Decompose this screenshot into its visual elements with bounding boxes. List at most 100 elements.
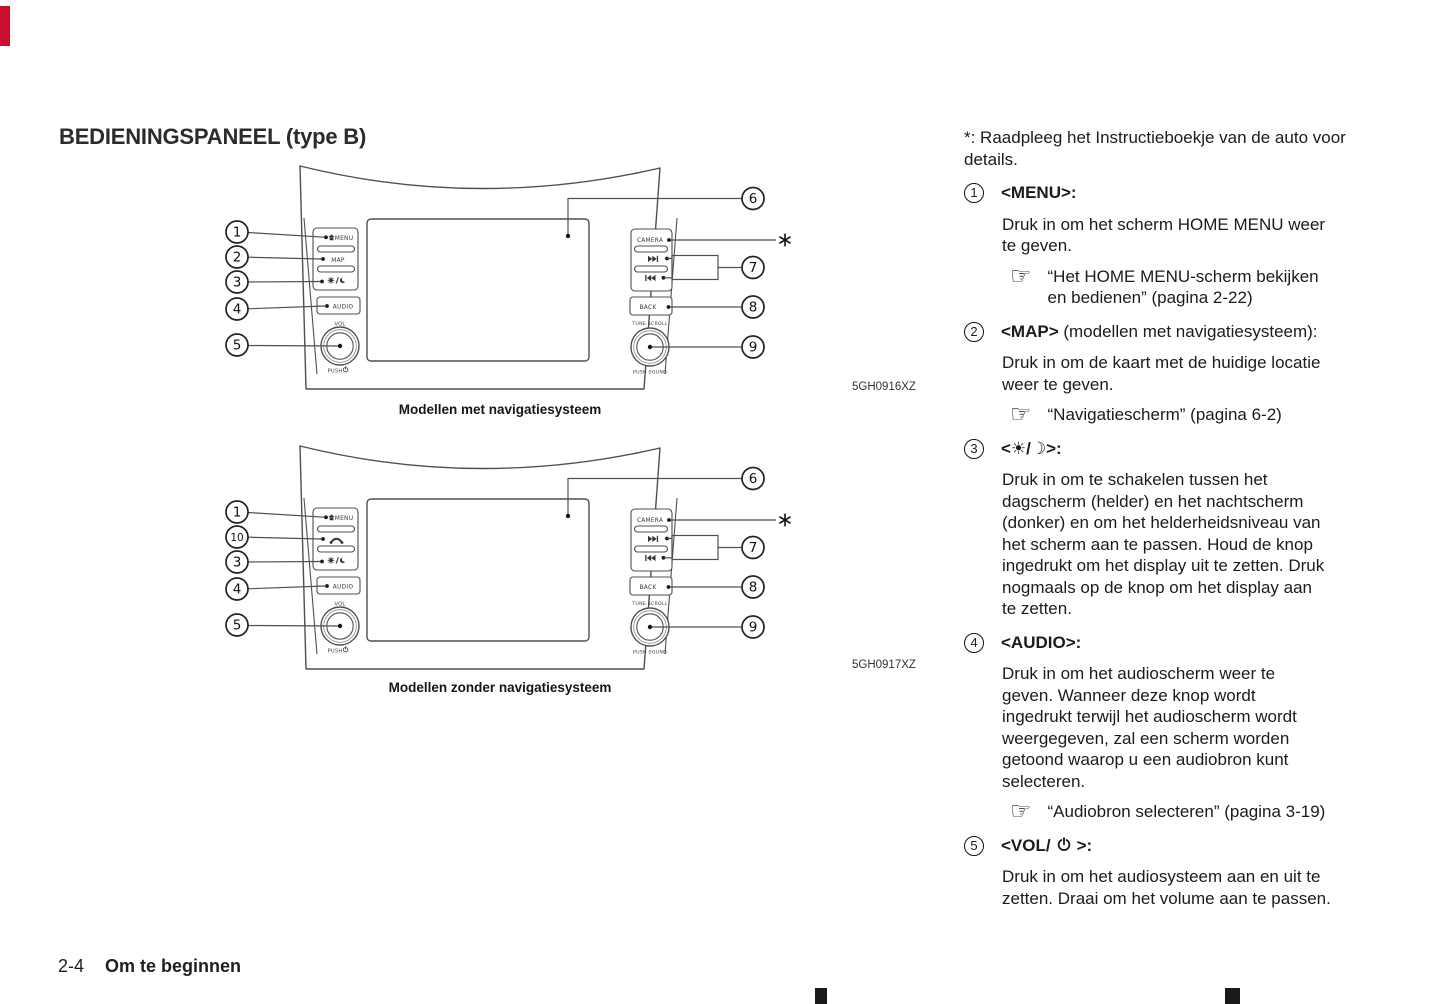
camera-button: CAMERA bbox=[637, 238, 671, 244]
svg-text:6: 6 bbox=[749, 471, 758, 487]
power-icon bbox=[342, 645, 349, 653]
svg-text:MENU: MENU bbox=[335, 516, 354, 522]
svg-text:1: 1 bbox=[233, 225, 242, 241]
svg-text:9: 9 bbox=[749, 620, 758, 636]
item-number-badge: 5 bbox=[964, 835, 984, 856]
reference-text: “Navigatiescherm” (pagina 6-2) bbox=[1047, 405, 1282, 424]
callout-8 bbox=[741, 575, 765, 599]
diagram-caption-with-nav: Modellen met navigatiesysteem bbox=[398, 402, 602, 417]
legend-item-menu: 1 <MENU>: Druk in om het scherm HOME MEN… bbox=[964, 182, 1396, 309]
pointing-hand-icon: ☞ bbox=[1010, 797, 1032, 825]
house-icon bbox=[328, 514, 335, 521]
callout-6 bbox=[741, 466, 765, 491]
item-description: Druk in om de kaart met de huidige locat… bbox=[1002, 353, 1321, 394]
figure-code: 5GH0917XZ bbox=[852, 659, 916, 671]
sun-moon-icon bbox=[327, 276, 347, 284]
callout-7 bbox=[741, 535, 765, 560]
callout-10 bbox=[225, 525, 249, 549]
item-heading: <☀/☽>: bbox=[1001, 438, 1062, 458]
legend-item-audio: 4 <AUDIO>: Druk in om het audioscherm we… bbox=[964, 632, 1396, 823]
svg-text:5: 5 bbox=[233, 338, 242, 354]
svg-text:BACK: BACK bbox=[640, 585, 657, 591]
svg-text:AUDIO: AUDIO bbox=[333, 305, 354, 311]
left-button-cluster: MENU MAP AUDIO VOL bbox=[312, 227, 361, 375]
svg-text:8: 8 bbox=[749, 580, 758, 596]
pointing-hand-icon: ☞ bbox=[1010, 261, 1032, 290]
item-number-badge: 3 bbox=[964, 438, 984, 459]
svg-text:7: 7 bbox=[749, 260, 758, 276]
svg-text:PUSH SOUND: PUSH SOUND bbox=[633, 370, 667, 376]
item-number-badge: 4 bbox=[964, 632, 984, 653]
svg-text:VOL: VOL bbox=[335, 322, 346, 328]
svg-text:PUSH: PUSH bbox=[328, 649, 343, 655]
svg-text:CAMERA: CAMERA bbox=[637, 518, 663, 524]
pointing-hand-icon: ☞ bbox=[1010, 400, 1032, 428]
callout-5 bbox=[225, 333, 249, 357]
svg-text:2: 2 bbox=[233, 250, 242, 266]
svg-text:TUNE·SCROLL: TUNE·SCROLL bbox=[631, 321, 668, 327]
page-number: 2-4 bbox=[58, 956, 85, 976]
svg-text:PUSH SOUND: PUSH SOUND bbox=[633, 650, 667, 656]
legend-column: *: Raadpleeg het Instructieboekje van de… bbox=[964, 127, 1396, 909]
power-icon bbox=[1057, 836, 1070, 851]
callouts: 1 10 3 4 5 6 7 8 9 bbox=[225, 466, 791, 639]
asterisk-note: *: Raadpleeg het Instructieboekje van de… bbox=[964, 128, 1346, 169]
page-footer: 2-4 Om te beginnen bbox=[58, 956, 241, 977]
home-menu-button: MENU bbox=[324, 234, 353, 242]
item-description: Druk in om het scherm HOME MENU weer te … bbox=[1002, 214, 1326, 256]
cross-reference: ☞ “Navigatiescherm” (pagina 6-2) bbox=[1010, 400, 1396, 428]
cross-reference: ☞ “Het HOME MENU-scherm bekijken en bedi… bbox=[1010, 261, 1396, 309]
callout-5 bbox=[225, 613, 249, 637]
callout-7 bbox=[741, 255, 765, 280]
day-night-button bbox=[320, 556, 347, 564]
item-heading: <VOL/>: bbox=[1001, 835, 1093, 855]
page-title: BEDIENINGSPANEEL (type B) bbox=[59, 124, 367, 149]
item-heading: <MAP> (modellen met navigatiesysteem): bbox=[1001, 321, 1318, 341]
camera-button: CAMERA bbox=[637, 518, 671, 524]
chapter-edge-tab bbox=[0, 6, 10, 46]
left-button-cluster: MENU AUDI bbox=[312, 507, 361, 655]
back-button: BACK bbox=[629, 576, 673, 596]
svg-text:3: 3 bbox=[233, 555, 242, 571]
callout-4 bbox=[225, 577, 249, 601]
legend-item-map: 2 <MAP> (modellen met navigatiesysteem):… bbox=[964, 321, 1396, 426]
callout-4 bbox=[225, 297, 249, 321]
cross-reference: ☞ “Audiobron selecteren” (pagina 3-19) bbox=[1010, 797, 1396, 825]
svg-text:5: 5 bbox=[233, 618, 242, 634]
svg-text:TUNE·SCROLL: TUNE·SCROLL bbox=[631, 601, 668, 607]
volume-power-knob: VOL PUSH bbox=[320, 602, 360, 655]
callout-2 bbox=[225, 245, 249, 269]
diagram-caption-without-nav: Modellen zonder navigatiesysteem bbox=[388, 680, 612, 695]
svg-text:10: 10 bbox=[230, 532, 243, 544]
back-button: BACK bbox=[629, 296, 673, 316]
audio-button: AUDIO bbox=[316, 576, 361, 595]
callout-1 bbox=[225, 220, 249, 244]
svg-text:8: 8 bbox=[749, 300, 758, 316]
tune-scroll-knob: TUNE·SCROLL PUSH SOUND bbox=[630, 601, 670, 656]
right-button-cluster: CAMERA BACK TUNE·SCROLL PUSH SOUND bbox=[629, 508, 673, 656]
svg-text:3: 3 bbox=[233, 275, 242, 291]
callout-9 bbox=[741, 335, 765, 359]
section-name: Om te beginnen bbox=[105, 956, 242, 976]
print-registration-mark bbox=[1225, 988, 1240, 1004]
svg-text:PUSH: PUSH bbox=[328, 369, 343, 375]
display-screen bbox=[366, 498, 590, 642]
callout-1 bbox=[225, 500, 249, 524]
reference-text: “Het HOME MENU-scherm bekijken en bedien… bbox=[1047, 266, 1319, 308]
legend-item-volume-power: 5 <VOL/>: Druk in om het audiosysteem aa… bbox=[964, 835, 1396, 910]
callout-3 bbox=[225, 270, 249, 294]
svg-text:4: 4 bbox=[233, 302, 242, 318]
house-icon bbox=[328, 234, 335, 241]
callout-6 bbox=[741, 186, 765, 211]
phone-handset-icon bbox=[329, 537, 344, 544]
item-description: Druk in om het audiosysteem aan en uit t… bbox=[1002, 867, 1331, 908]
reference-text: “Audiobron selecteren” (pagina 3-19) bbox=[1047, 802, 1326, 821]
callouts: 1 2 3 4 5 6 7 8 9 bbox=[225, 186, 791, 359]
svg-text:1: 1 bbox=[233, 505, 242, 521]
display-screen bbox=[366, 218, 590, 362]
phone-button bbox=[321, 537, 344, 544]
svg-text:MAP: MAP bbox=[331, 258, 345, 264]
print-registration-mark bbox=[815, 988, 827, 1004]
item-number-badge: 2 bbox=[964, 321, 984, 342]
map-button: MAP bbox=[321, 257, 345, 264]
